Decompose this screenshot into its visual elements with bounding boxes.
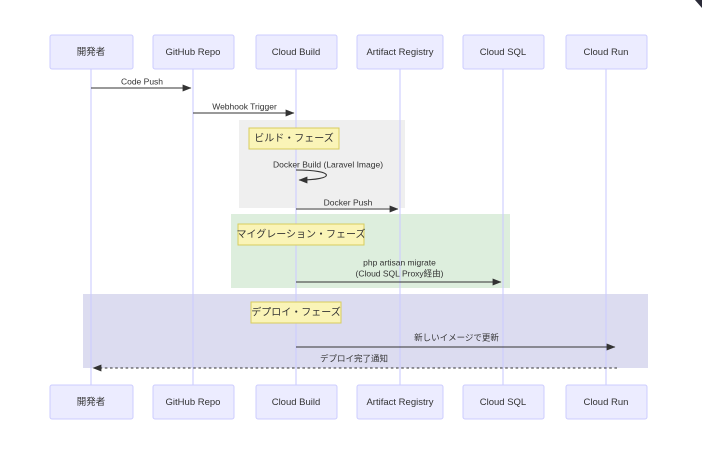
phase-tag-migration-phase: マイグレーション・フェーズ	[236, 223, 366, 246]
message-label-migrate-2: (Cloud SQL Proxy経由)	[355, 268, 443, 278]
message-label-migrate-1: php artisan migrate	[363, 257, 436, 267]
actor-box-sql-bottom[interactable]	[462, 384, 545, 420]
actor-sql-bottom[interactable]: Cloud SQL	[462, 384, 545, 420]
phase-tag-rect-deploy-phase	[250, 301, 342, 324]
actor-run-top[interactable]: Cloud Run	[565, 34, 648, 70]
actor-label-build-bottom: Cloud Build	[272, 397, 321, 408]
message-update-image: 新しいイメージで更新	[296, 332, 616, 351]
actor-github-bottom[interactable]: GitHub Repo	[152, 384, 235, 420]
actor-dev-bottom[interactable]: 開発者	[49, 384, 134, 420]
actor-box-run-top[interactable]	[565, 34, 648, 70]
actor-build-top[interactable]: Cloud Build	[255, 34, 338, 70]
message-code-push: Code Push	[91, 76, 192, 92]
actor-box-github-bottom[interactable]	[152, 384, 235, 420]
actor-box-registry-bottom[interactable]	[356, 384, 444, 420]
actor-label-sql-top: Cloud SQL	[480, 47, 526, 58]
message-migrate: php artisan migrate(Cloud SQL Proxy経由)	[296, 257, 502, 286]
actor-label-registry-bottom: Artifact Registry	[366, 397, 433, 408]
message-label-webhook: Webhook Trigger	[212, 101, 277, 111]
message-label-docker-build: Docker Build (Laravel Image)	[273, 159, 383, 169]
actor-registry-top[interactable]: Artifact Registry	[356, 34, 444, 70]
actor-box-registry-top[interactable]	[356, 34, 444, 70]
phase-tag-label-build-phase: ビルド・フェーズ	[254, 132, 334, 145]
actor-github-top[interactable]: GitHub Repo	[152, 34, 235, 70]
message-docker-push: Docker Push	[296, 197, 399, 213]
message-label-update-image: 新しいイメージで更新	[414, 332, 499, 342]
message-label-deploy-done: デプロイ完了通知	[320, 353, 388, 363]
actor-label-run-top: Cloud Run	[584, 47, 629, 58]
actor-box-sql-top[interactable]	[462, 34, 545, 70]
actor-label-dev-top: 開発者	[77, 46, 106, 58]
actor-dev-top[interactable]: 開発者	[49, 34, 134, 70]
phase-tag-rect-migration-phase	[237, 223, 365, 246]
phase-tag-build-phase: ビルド・フェーズ	[248, 127, 340, 150]
message-webhook: Webhook Trigger	[193, 101, 295, 117]
actor-label-build-top: Cloud Build	[272, 47, 321, 58]
actor-build-bottom[interactable]: Cloud Build	[255, 384, 338, 420]
actor-label-registry-top: Artifact Registry	[366, 47, 433, 58]
actor-label-run-bottom: Cloud Run	[584, 397, 629, 408]
actor-box-dev-top[interactable]	[49, 34, 134, 70]
actor-label-dev-bottom: 開発者	[77, 396, 106, 408]
actor-registry-bottom[interactable]: Artifact Registry	[356, 384, 444, 420]
actor-box-github-top[interactable]	[152, 34, 235, 70]
actor-sql-top[interactable]: Cloud SQL	[462, 34, 545, 70]
phase-region-deploy-phase	[83, 294, 648, 368]
message-docker-build: Docker Build (Laravel Image)	[273, 159, 383, 184]
phase-boxes-layer	[83, 120, 648, 368]
actor-label-sql-bottom: Cloud SQL	[480, 397, 526, 408]
message-line-docker-build	[295, 169, 327, 184]
phase-tag-rect-build-phase	[248, 127, 340, 150]
message-label-code-push: Code Push	[121, 76, 163, 86]
actor-box-run-bottom[interactable]	[565, 384, 648, 420]
phase-tag-label-deploy-phase: デプロイ・フェーズ	[251, 306, 341, 319]
actor-run-bottom[interactable]: Cloud Run	[565, 384, 648, 420]
actor-box-dev-bottom[interactable]	[49, 384, 134, 420]
message-deploy-done: デプロイ完了通知	[92, 353, 617, 372]
actor-label-github-top: GitHub Repo	[166, 47, 221, 58]
phase-tag-label-migration-phase: マイグレーション・フェーズ	[236, 228, 365, 241]
corner-artifact-icon	[695, 0, 702, 8]
lifelines-layer	[90, 69, 607, 385]
message-label-docker-push: Docker Push	[324, 197, 373, 207]
actor-label-github-bottom: GitHub Repo	[166, 397, 221, 408]
actor-box-build-top[interactable]	[255, 34, 338, 70]
actor-box-build-bottom[interactable]	[255, 384, 338, 420]
phase-tag-deploy-phase: デプロイ・フェーズ	[250, 301, 342, 324]
